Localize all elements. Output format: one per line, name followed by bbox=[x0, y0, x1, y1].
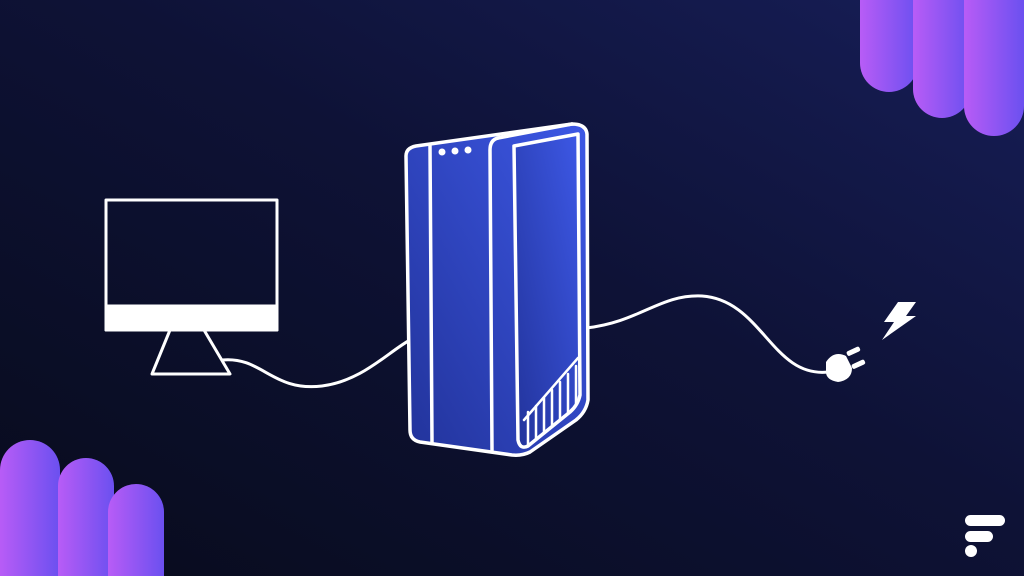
tower-status-lights bbox=[438, 146, 472, 156]
decor-pills-top-right bbox=[860, 0, 1024, 136]
monitor-icon bbox=[104, 198, 279, 376]
desktop-tower-icon bbox=[404, 122, 590, 457]
monitor-cable bbox=[221, 338, 411, 389]
power-cable bbox=[585, 294, 829, 374]
tower-vent bbox=[522, 356, 580, 448]
brand-logo-icon bbox=[965, 515, 1005, 557]
decor-pills-bottom-left bbox=[0, 440, 164, 576]
lightning-bolt-icon bbox=[882, 302, 916, 340]
power-plug-icon bbox=[826, 346, 866, 382]
